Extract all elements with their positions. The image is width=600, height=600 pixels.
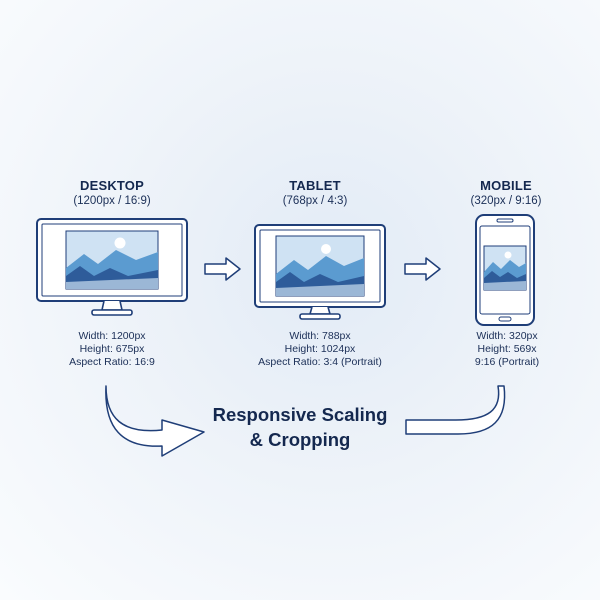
mobile-spec-height: Height: 569x (477, 343, 537, 355)
desktop-spec-height: Height: 675px (79, 343, 145, 355)
mobile-title: MOBILE (480, 178, 532, 193)
caption-line-1: Responsive Scaling (212, 404, 388, 425)
tablet-spec-ratio: Aspect Ratio: 3:4 (Portrait) (258, 356, 382, 368)
curved-connector-icon (405, 385, 506, 435)
caption-line-2: & Cropping (249, 429, 351, 450)
desktop-title: DESKTOP (79, 178, 144, 193)
tablet-specs: Width: 788px Height: 1024px Aspect Ratio… (235, 330, 405, 369)
landscape-image-icon (483, 245, 527, 291)
monitor-icon (36, 218, 188, 316)
curved-arrow-icon (105, 385, 205, 457)
landscape-image-icon (65, 230, 159, 290)
tablet-label: TABLET (768px / 4:3) (235, 178, 395, 207)
right-arrow-icon (204, 257, 241, 281)
smartphone-icon (475, 214, 535, 326)
tablet-spec-width: Width: 788px (289, 330, 351, 342)
monitor-icon (254, 224, 386, 320)
diagram-caption: Responsive Scaling & Cropping (200, 402, 400, 452)
mobile-spec-width: Width: 320px (476, 330, 538, 342)
desktop-label: DESKTOP (1200px / 16:9) (32, 178, 192, 207)
mobile-label: MOBILE (320px / 9:16) (426, 178, 586, 207)
desktop-subtitle: (1200px / 16:9) (73, 195, 151, 207)
landscape-image-icon (275, 235, 365, 297)
desktop-spec-ratio: Aspect Ratio: 16:9 (69, 356, 155, 368)
desktop-specs: Width: 1200px Height: 675px Aspect Ratio… (27, 330, 197, 369)
right-arrow-icon (404, 257, 441, 281)
mobile-subtitle: (320px / 9:16) (470, 195, 542, 207)
tablet-title: TABLET (289, 178, 341, 193)
mobile-specs: Width: 320px Height: 569x 9:16 (Portrait… (422, 330, 592, 369)
mobile-spec-ratio: 9:16 (Portrait) (474, 356, 540, 368)
tablet-spec-height: Height: 1024px (284, 343, 356, 355)
desktop-spec-width: Width: 1200px (78, 330, 146, 342)
tablet-subtitle: (768px / 4:3) (282, 195, 348, 207)
